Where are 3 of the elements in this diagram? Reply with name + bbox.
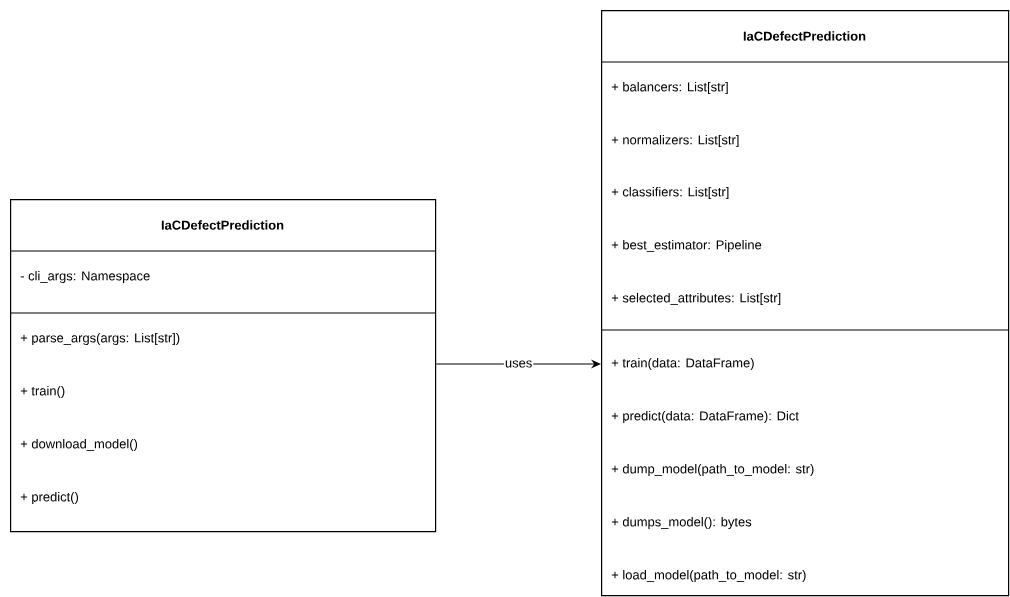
class-box: IaCDefectPrediction + balancers: List[str] + normalizers: List[str] + classifiers: List[str] + best_estimator: Pipeline + selected_attributes: List[str] + train(data: DataFrame) + predict(data: DataFrame): Dict + dump_model(path_to_model: str) + dumps_model(): bytes + load_model(path_to_model: str) (600, 10, 1010, 597)
class-box: IaCDefectPrediction - cli_args: Namespace + parse_args(args: List[str]) + train() + download_model() + predict() (9, 199, 437, 533)
edge-label: uses (503, 359, 534, 369)
